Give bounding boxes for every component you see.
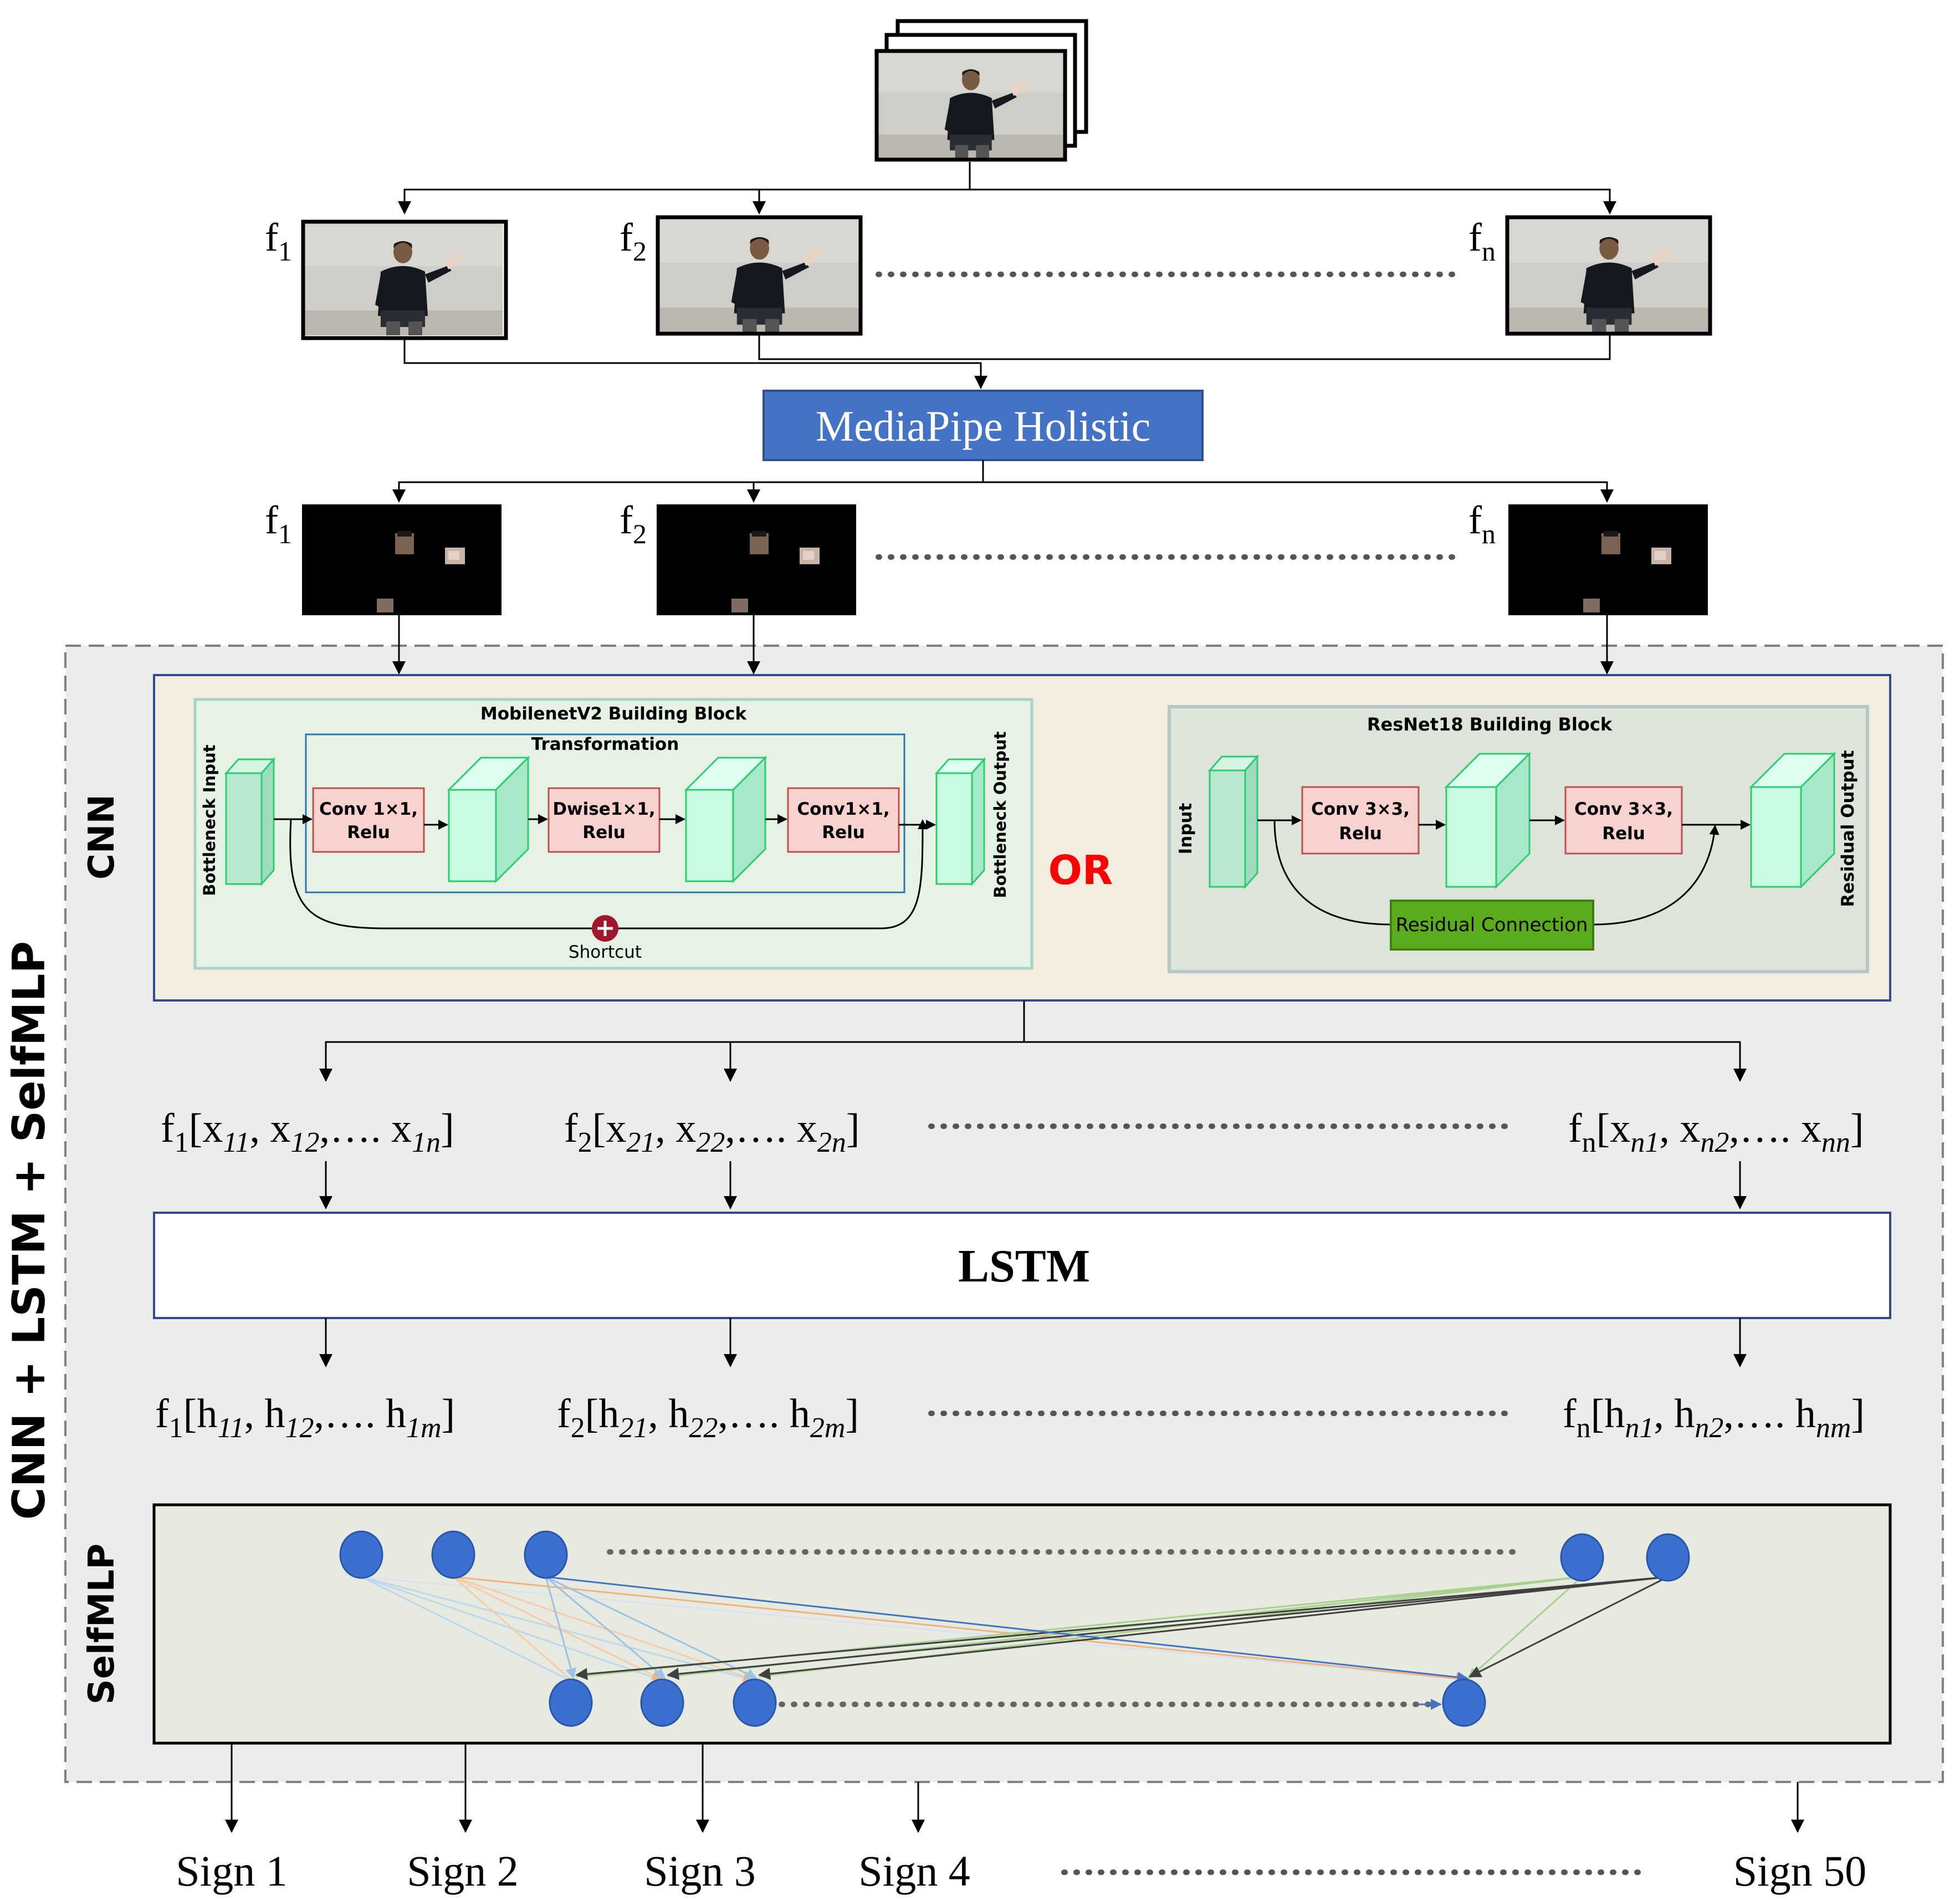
mobilenet-flow-arrows	[274, 814, 936, 929]
mobilenet-title: MobilenetV2 Building Block	[480, 704, 748, 724]
lstm-label: LSTM	[958, 1240, 1090, 1292]
mobilenet-input-cube	[224, 757, 276, 886]
cnn-to-features-connectors	[319, 1000, 1747, 1082]
mobilenet-conv1-line1: Conv 1×1,	[319, 799, 418, 819]
or-label: OR	[1048, 847, 1113, 893]
lstm-to-hidden-connectors	[319, 1318, 1747, 1367]
sign-1-label: Sign 1	[176, 1847, 288, 1895]
frame-fn-landmarks	[1508, 504, 1708, 615]
label-fn-mid: fn	[1468, 498, 1496, 549]
selfmlp-label: SelfMLP	[81, 1544, 122, 1705]
feature-vectors-x: f1[x11, x12,…. x1n] f2[x21, x22,…. x2n] …	[161, 1106, 1864, 1158]
stack-to-frames-connectors	[398, 162, 1616, 214]
label-f2-mid: f2	[620, 498, 647, 549]
video-stack	[874, 19, 1088, 162]
bottleneck-output-label: Bottleneck Output	[991, 732, 1010, 898]
landmarks-to-cnn-connectors	[392, 615, 1614, 675]
output-signs: Sign 1 Sign 2 Sign 3 Sign 4 Sign 50	[176, 1847, 1866, 1895]
label-f1-mid: f1	[265, 498, 292, 549]
selfmlp-connections	[361, 1576, 1669, 1710]
input-node	[339, 1530, 383, 1579]
shortcut-add-icon	[592, 915, 618, 942]
resnet-conv2-box: Conv 3×3, Relu	[1564, 786, 1683, 855]
mediapipe-label: MediaPipe Holistic	[816, 402, 1150, 450]
mobilenet-dwise-line2: Relu	[582, 823, 626, 842]
resnet-output-label: Residual Output	[1838, 750, 1858, 907]
selfmlp-to-signs-connectors	[225, 1743, 1804, 1833]
sign-3-label: Sign 3	[644, 1847, 756, 1895]
resnet-input-cube	[1207, 754, 1260, 889]
resnet-conv2-line1: Conv 3×3,	[1574, 799, 1673, 819]
resnet-flow-arrows	[1257, 815, 1751, 926]
shortcut-label: Shortcut	[569, 942, 642, 962]
cnn-label: CNN	[81, 794, 122, 880]
output-node	[1442, 1678, 1486, 1727]
frame-f1-photo	[301, 219, 508, 340]
mobilenet-dwise-box: Dwise1×1, Relu	[547, 787, 661, 853]
mediapipe-to-landmarks-connectors	[392, 460, 1614, 503]
lstm-block: LSTM	[153, 1212, 1891, 1319]
resnet-cube-1	[1444, 752, 1532, 889]
mobilenet-conv2-line2: Relu	[822, 823, 865, 842]
sign-2-label: Sign 2	[407, 1847, 519, 1895]
frame-row-1: f1 f2 fn	[265, 215, 1712, 340]
residual-connection-label: Residual Connection	[1396, 914, 1588, 936]
mobilenet-dwise-line1: Dwise1×1,	[552, 799, 655, 819]
transformation-label: Transformation	[531, 734, 679, 754]
mediapipe-holistic-block: MediaPipe Holistic	[762, 390, 1204, 461]
feature-x-fn: fn[xn1, xn2,…. xnn]	[1568, 1106, 1864, 1158]
feature-x-f2: f2[x21, x22,…. x2n]	[564, 1106, 859, 1158]
mobilenet-cube-2	[684, 755, 767, 883]
residual-connection-box: Residual Connection	[1390, 900, 1594, 951]
label-f1-top: f1	[265, 215, 292, 267]
selfmlp-input-nodes	[339, 1530, 1690, 1582]
input-node	[524, 1530, 568, 1579]
mobilenet-conv1-line2: Relu	[347, 823, 390, 842]
features-to-lstm-connectors	[319, 1161, 1747, 1209]
resnet-conv2-line2: Relu	[1602, 824, 1645, 844]
sign-50-label: Sign 50	[1733, 1847, 1867, 1895]
bottleneck-input-label: Bottleneck Input	[200, 744, 219, 896]
resnet-output-cube	[1749, 752, 1836, 889]
frame-f1-landmarks	[302, 504, 501, 615]
resnet-title: ResNet18 Building Block	[1367, 714, 1613, 735]
sign-4-label: Sign 4	[858, 1847, 970, 1895]
selfmlp-block: SelfMLP	[81, 1503, 1892, 1745]
resnet-input-label: Input	[1176, 803, 1196, 854]
input-node	[1560, 1533, 1604, 1582]
resnet-conv1-line2: Relu	[1339, 824, 1382, 844]
hidden-h-f1: f1[h11, h12,…. h1m]	[155, 1391, 455, 1444]
frame-f2-landmarks	[657, 504, 856, 615]
model-container-label: CNN + LSTM + SelfMLP	[3, 941, 55, 1520]
label-f2-top: f2	[620, 215, 647, 267]
hidden-vectors-h: f1[h11, h12,…. h1m] f2[h21, h22,…. h2m] …	[155, 1391, 1865, 1444]
input-node	[1646, 1533, 1690, 1582]
mobilenet-conv1-box: Conv 1×1, Relu	[312, 787, 425, 853]
mobilenet-conv2-box: Conv1×1, Relu	[787, 787, 900, 853]
output-node	[733, 1678, 777, 1727]
mobilenetv2-block: MobilenetV2 Building Block Transformatio…	[193, 698, 1033, 970]
resnet18-block: ResNet18 Building Block Input Residual O…	[1168, 705, 1869, 973]
resnet-conv1-box: Conv 3×3, Relu	[1301, 786, 1420, 855]
mobilenet-output-cube	[934, 757, 986, 886]
hidden-h-f2: f2[h21, h22,…. h2m]	[557, 1391, 859, 1444]
output-node	[640, 1678, 684, 1727]
frame-fn-photo	[1505, 215, 1712, 336]
mobilenet-cube-1	[447, 755, 530, 883]
frame-row-2: f1 f2 fn	[265, 498, 1708, 615]
resnet-conv1-line1: Conv 3×3,	[1311, 799, 1410, 819]
feature-x-f1: f1[x11, x12,…. x1n]	[161, 1106, 454, 1158]
mobilenet-conv2-line1: Conv1×1,	[797, 799, 889, 819]
label-fn-top: fn	[1468, 215, 1496, 267]
cnn-block: CNN MobilenetV2 Building Block Transform…	[81, 674, 1891, 1002]
transformation-box	[305, 733, 905, 893]
input-node	[431, 1530, 475, 1579]
hidden-h-fn: fn[hn1, hn2,…. hnm]	[1563, 1391, 1865, 1444]
frames-to-mediapipe-connectors	[403, 335, 1611, 389]
selfmlp-output-nodes	[549, 1678, 1486, 1727]
frame-f2-photo	[656, 215, 863, 336]
output-node	[549, 1678, 593, 1727]
